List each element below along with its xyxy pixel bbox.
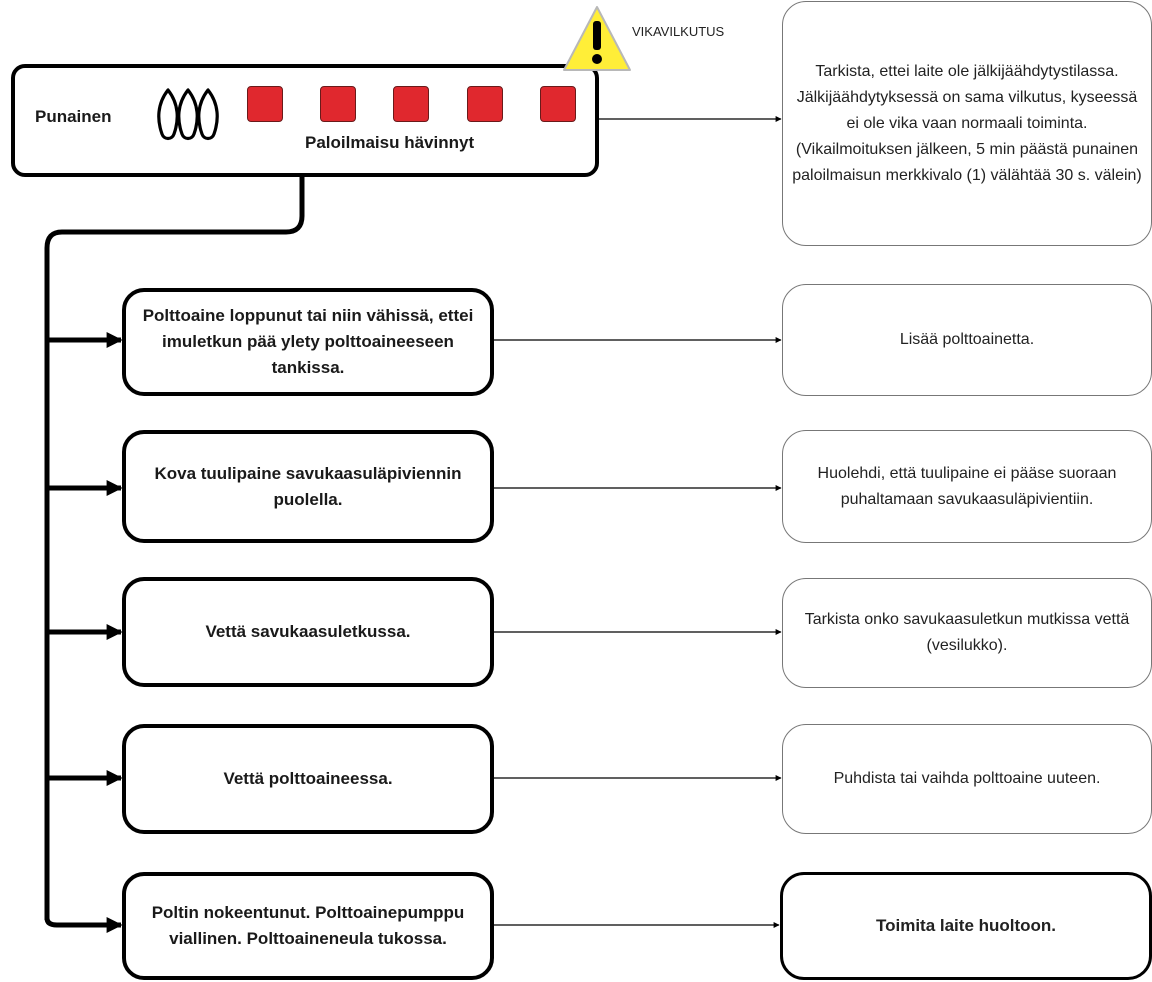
flame-icon [157,88,219,141]
cause-box: Vettä savukaasuletkussa. [122,577,494,687]
status-panel: Punainen Paloilmaisu hävinnyt [11,64,599,177]
action-text: Toimita laite huoltoon. [875,916,1057,935]
intro-note-text: Tarkista, ettei laite ole jälkijäähdytys… [792,62,1142,184]
indicator-light [467,86,503,122]
panel-caption: Paloilmaisu hävinnyt [305,133,475,152]
intro-note: Tarkista, ettei laite ole jälkijäähdytys… [782,1,1152,246]
cause-text: Poltin nokeentunut. Polttoainepumppu via… [151,903,465,948]
cause-box: Kova tuulipaine savukaasuläpiviennin puo… [122,430,494,543]
cause-box: Vettä polttoaineessa. [122,724,494,834]
action-text: Lisää polttoainetta. [899,331,1035,348]
action-box: Puhdista tai vaihda polttoaine uuteen. [782,724,1152,834]
branch-arrow [44,917,123,933]
action-text: Huolehdi, että tuulipaine ei pääse suora… [817,464,1117,508]
action-box: Tarkista onko savukaasuletkun mutkissa v… [782,578,1152,688]
cause-box: Poltin nokeentunut. Polttoainepumppu via… [122,872,494,980]
action-box: Huolehdi, että tuulipaine ei pääse suora… [782,430,1152,543]
action-text: Tarkista onko savukaasuletkun mutkissa v… [804,611,1130,654]
cause-text: Vettä savukaasuletkussa. [205,622,411,641]
cause-text: Polttoaine loppunut tai niin vähissä, et… [142,306,474,377]
action-text: Puhdista tai vaihda polttoaine uuteen. [833,770,1101,787]
indicator-light [247,86,283,122]
cause-text: Vettä polttoaineessa. [223,769,393,788]
action-box: Lisää polttoainetta. [782,284,1152,396]
indicator-light [540,86,576,122]
indicator-light [393,86,429,122]
warning-label: VIKAVILKUTUS [632,24,725,39]
indicator-light [320,86,356,122]
cause-box: Polttoaine loppunut tai niin vähissä, et… [122,288,494,396]
trunk-line [44,176,305,920]
action-box: Toimita laite huoltoon. [780,872,1152,980]
warning-triangle-icon [563,6,631,71]
cause-text: Kova tuulipaine savukaasuläpiviennin puo… [154,463,462,509]
color-label: Punainen [35,107,112,126]
